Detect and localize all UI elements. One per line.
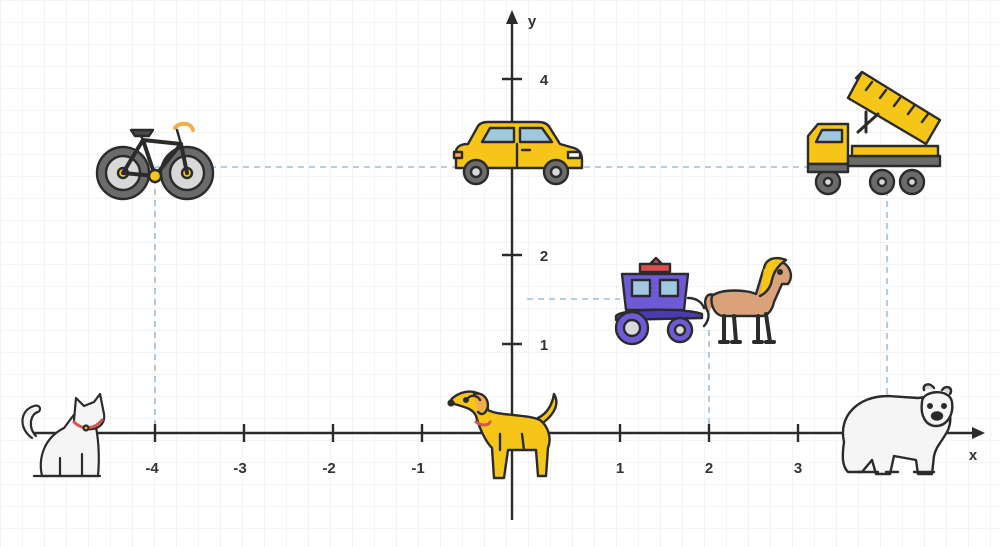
x-tick-label: -4 — [145, 460, 159, 477]
dump-truck-icon — [806, 70, 942, 196]
x-tick-label: -3 — [233, 460, 246, 477]
cat-icon — [21, 392, 106, 478]
y-axis-arrow — [506, 10, 518, 24]
polar-bear-icon — [841, 383, 954, 476]
y-tick-label: 4 — [540, 72, 549, 89]
x-tick-labels: -4 -3 -2 -1 1 2 3 — [145, 460, 802, 477]
x-tick-label: -1 — [411, 460, 424, 477]
x-tick-label: 2 — [705, 460, 713, 477]
y-tick-label: 2 — [540, 248, 548, 265]
x-tick-label: 3 — [794, 460, 802, 477]
y-axis-label: y — [528, 13, 537, 30]
y-tick-labels: 4 2 1 — [540, 72, 549, 354]
x-tick-label: 1 — [616, 460, 624, 477]
x-axis-label: x — [969, 447, 978, 464]
car-icon — [452, 120, 584, 186]
x-axis-arrow — [972, 427, 985, 439]
y-tick-label: 1 — [540, 337, 548, 354]
bicycle-icon — [95, 121, 215, 201]
horse-icon — [702, 256, 793, 344]
x-tick-label: -2 — [322, 460, 335, 477]
dog-icon — [447, 390, 558, 480]
carriage-icon — [614, 256, 706, 346]
